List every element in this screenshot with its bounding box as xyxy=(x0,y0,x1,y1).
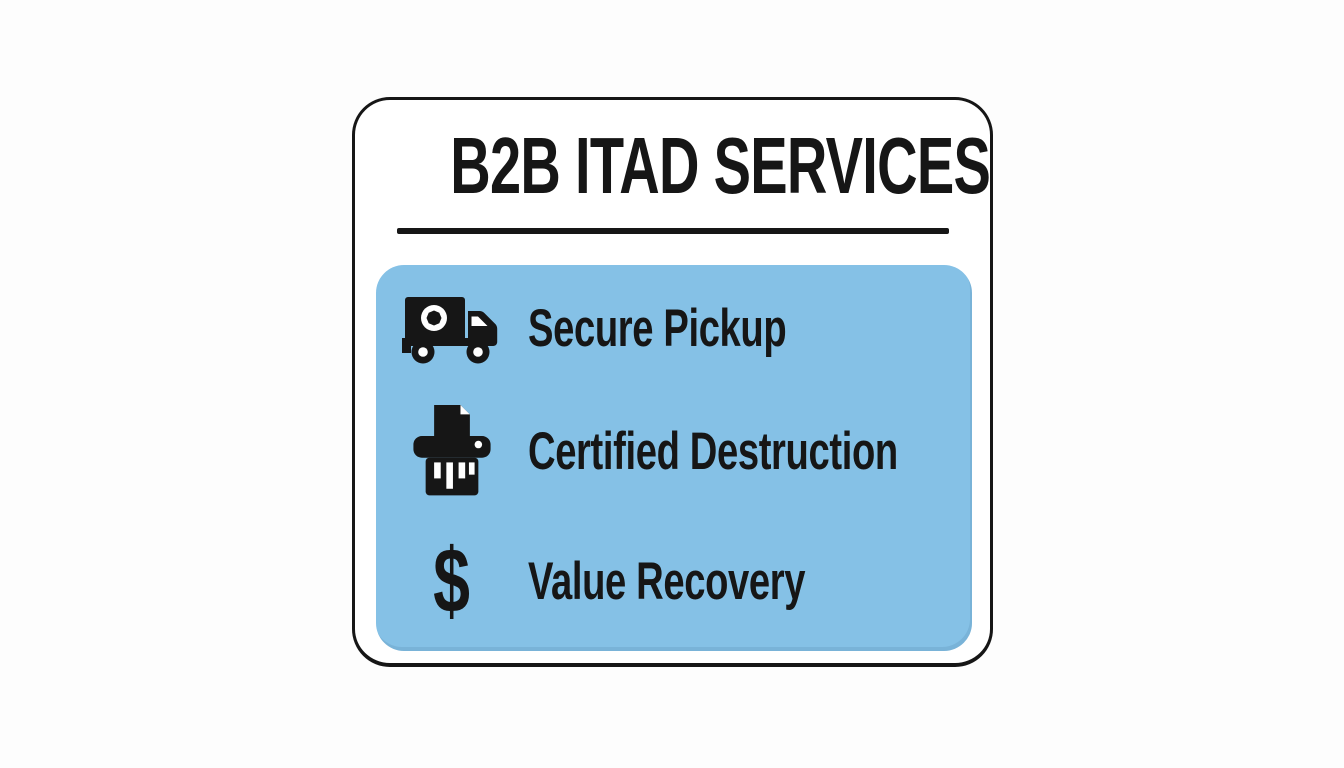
service-label: Secure Pickup xyxy=(528,298,787,358)
service-row-certified-destruction: Certified Destruction xyxy=(376,404,972,501)
services-panel: Secure Pickup xyxy=(376,265,972,651)
icon-cell xyxy=(376,293,528,365)
service-card: B2B ITAD SERVICES xyxy=(352,97,993,667)
service-label: Value Recovery xyxy=(528,551,806,611)
service-label: Certified Destruction xyxy=(528,422,898,482)
icon-cell xyxy=(376,404,528,501)
service-row-value-recovery: $ Value Recovery xyxy=(376,530,972,633)
dollar-sign-icon: $ xyxy=(433,530,471,633)
card-title: B2B ITAD SERVICES xyxy=(450,121,991,210)
shredder-icon xyxy=(413,404,491,495)
secure-pickup-truck-icon xyxy=(402,296,498,364)
icon-cell: $ xyxy=(376,530,528,633)
title-underline xyxy=(396,228,949,234)
service-row-secure-pickup: Secure Pickup xyxy=(376,293,972,365)
